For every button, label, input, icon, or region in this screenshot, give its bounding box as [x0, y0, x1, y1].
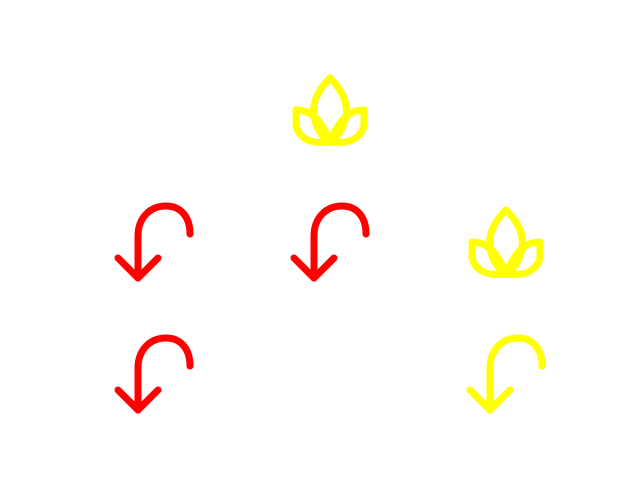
lotus-icon — [468, 206, 544, 278]
curved-arrow-icon-red-3 — [112, 330, 196, 414]
curved-arrow-down-left-icon — [466, 334, 546, 414]
curved-arrow-down-left-icon — [290, 202, 370, 282]
curved-arrow-icon-yellow-1 — [464, 330, 548, 414]
curved-arrow-down-left-icon — [114, 334, 194, 414]
curved-arrow-icon-red-1 — [112, 198, 196, 282]
lotus-icon — [292, 74, 368, 146]
lotus-icon-yellow-2 — [464, 200, 548, 284]
curved-arrow-down-left-icon — [114, 202, 194, 282]
lotus-icon-yellow-1 — [288, 68, 372, 152]
curved-arrow-icon-red-2 — [288, 198, 372, 282]
